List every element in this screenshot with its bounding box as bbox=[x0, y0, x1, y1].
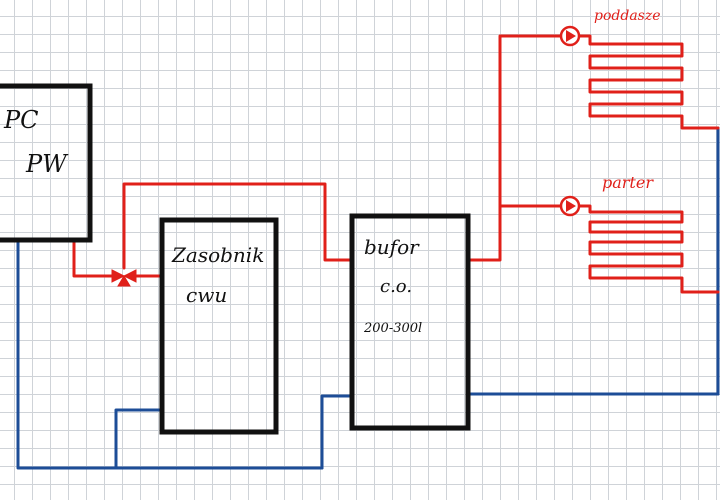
dhw-tank: Zasobnik cwu bbox=[159, 217, 279, 435]
heat-pump-label-line1: PC bbox=[3, 106, 39, 134]
circulation-pump-icon bbox=[559, 25, 581, 47]
floor-heating-coil-parter bbox=[578, 204, 720, 294]
three-way-valve-icon bbox=[111, 269, 137, 287]
circulation-pump-icon bbox=[559, 195, 581, 217]
buffer-label-line3: 200-300l bbox=[363, 321, 422, 336]
dhw-tank-label-line2: cwu bbox=[186, 283, 227, 307]
circuit-parter: parter bbox=[559, 173, 720, 294]
buffer-label-line1: bufor bbox=[364, 235, 420, 259]
heat-pump-unit: PC PW bbox=[0, 83, 93, 243]
circuit-label-poddasze: poddasze bbox=[594, 8, 661, 24]
heat-pump-label-line2: PW bbox=[25, 150, 69, 178]
return-pipe-buffer bbox=[320, 394, 354, 470]
return-pipes bbox=[16, 126, 720, 470]
supply-pipe-heat-pump bbox=[72, 238, 120, 278]
buffer-tank: bufor c.o. 200-300l bbox=[349, 213, 471, 431]
supply-pipes bbox=[72, 34, 562, 278]
heat-pump-box bbox=[0, 83, 93, 243]
buffer-tank-box bbox=[349, 213, 471, 431]
return-pipe-heat-pump bbox=[16, 238, 324, 470]
circuit-poddasze: poddasze bbox=[559, 8, 720, 130]
circuit-label-parter: parter bbox=[602, 173, 654, 192]
floor-heating-coil-poddasze bbox=[578, 34, 720, 130]
buffer-label-line2: c.o. bbox=[380, 276, 412, 297]
dhw-tank-label-line1: Zasobnik bbox=[171, 243, 264, 267]
dhw-tank-box bbox=[159, 217, 279, 435]
supply-pipe-buffer-bypass bbox=[122, 182, 354, 270]
supply-pipe-buffer-out bbox=[466, 34, 562, 262]
return-pipe-tank bbox=[114, 408, 164, 470]
